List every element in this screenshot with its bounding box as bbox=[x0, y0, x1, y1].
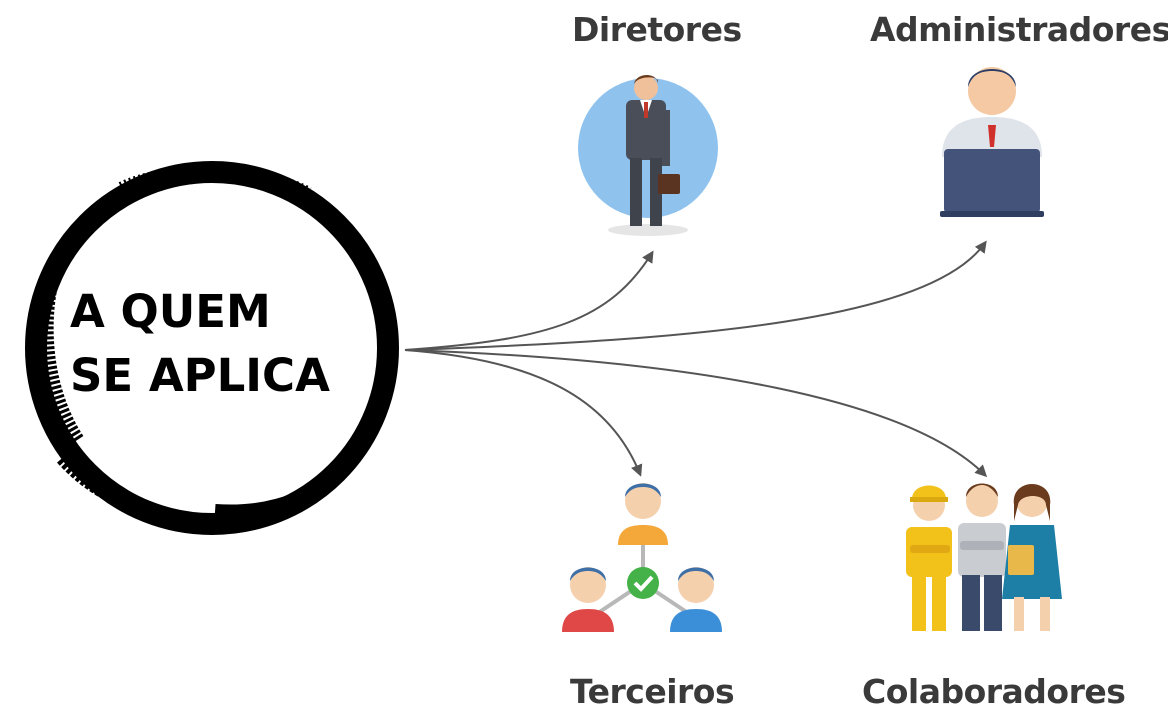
workers-group-icon bbox=[906, 483, 1062, 631]
arrow-to-terceiros bbox=[404, 349, 643, 477]
center-title-line1: A QUEM bbox=[70, 285, 271, 338]
label-administradores: Administradores bbox=[870, 10, 1168, 49]
center-title: A QUEM SE APLICA bbox=[70, 280, 370, 408]
person-at-laptop-icon bbox=[940, 67, 1044, 217]
connected-people-network-icon bbox=[562, 483, 722, 632]
label-colaboradores: Colaboradores bbox=[862, 672, 1126, 711]
arrow-to-administradores bbox=[404, 240, 987, 351]
label-diretores: Diretores bbox=[572, 10, 742, 49]
arrow-to-colaboradores bbox=[404, 349, 988, 478]
center-title-line2: SE APLICA bbox=[70, 349, 330, 402]
label-terceiros: Terceiros bbox=[570, 672, 735, 711]
arrow-to-diretores bbox=[404, 250, 654, 351]
brush-circle bbox=[25, 161, 399, 535]
businessman-briefcase-icon bbox=[578, 75, 718, 236]
